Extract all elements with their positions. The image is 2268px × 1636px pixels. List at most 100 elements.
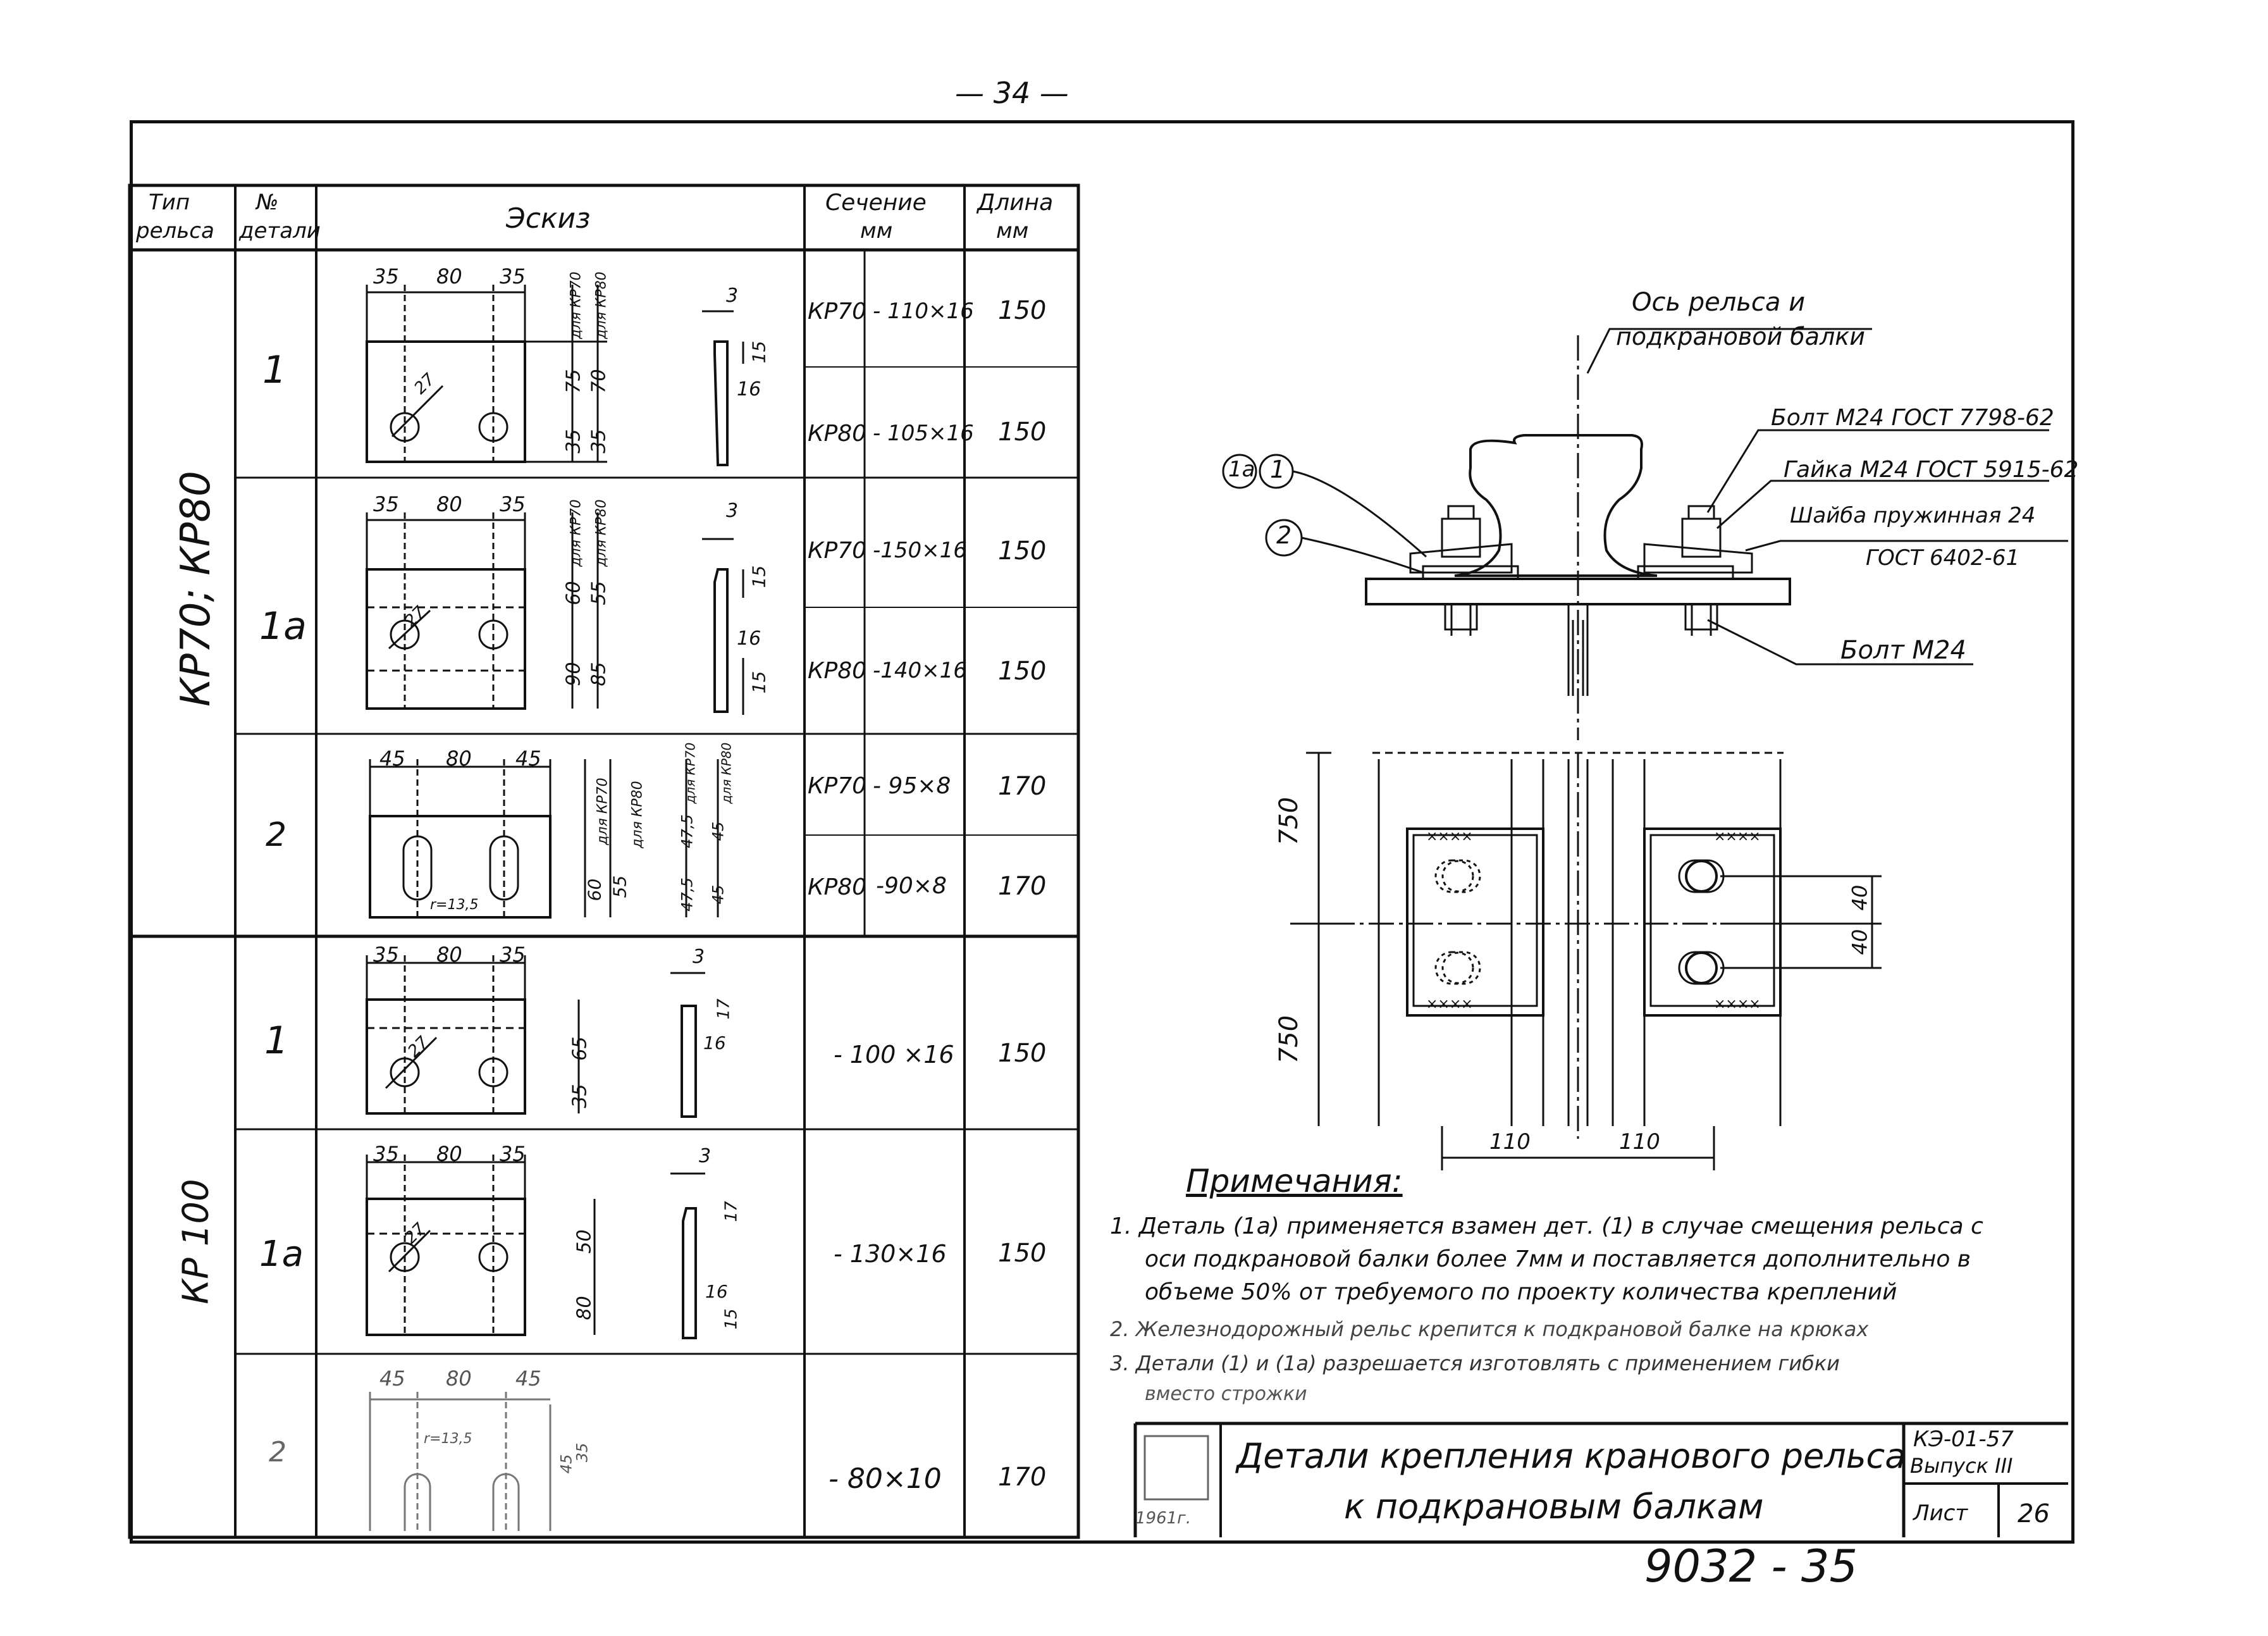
dim-r3-radius: r=13,5 bbox=[430, 897, 479, 913]
sec-r2-a-type: КР70 bbox=[808, 538, 867, 564]
plate-detail-2-kr70-kr80 bbox=[369, 759, 719, 919]
len-r4: 150 bbox=[998, 1039, 1047, 1068]
weld-marks-left-bottom: ×××× bbox=[1426, 996, 1473, 1012]
dim-r1-80: 80 bbox=[436, 264, 462, 288]
doc-issue: Выпуск III bbox=[1910, 1454, 2013, 1478]
callout-1: 1 bbox=[1270, 455, 1286, 483]
sec-r1-b-val: - 105×16 bbox=[873, 421, 974, 446]
sec-r1-a-type: КР70 bbox=[808, 299, 867, 325]
dim-r2-16: 16 bbox=[737, 628, 761, 650]
header-length-2: мм bbox=[996, 218, 1029, 244]
dim-r2-80: 80 bbox=[436, 492, 462, 516]
detail-no-row1: 1 bbox=[262, 348, 287, 392]
header-rail-type-2: рельса bbox=[136, 218, 214, 244]
len-r3-a: 170 bbox=[998, 772, 1047, 801]
label-bolt-gost: Болт М24 ГОСТ 7798-62 bbox=[1771, 405, 2054, 431]
dim-r4-80: 80 bbox=[436, 943, 462, 967]
note-line-1: 1. Деталь (1а) применяется взамен дет. (… bbox=[1110, 1213, 1983, 1239]
stamp-year: 1961г. bbox=[1135, 1509, 1192, 1528]
dim-r3-45a: 45 bbox=[379, 747, 405, 771]
detail-no-row5: 1а bbox=[259, 1234, 304, 1275]
dim-r4-35b: 35 bbox=[500, 943, 526, 967]
dim-r4-16: 16 bbox=[703, 1032, 726, 1053]
sec-r1-a-val: - 110×16 bbox=[873, 299, 974, 324]
axis-label-2: подкрановой балки bbox=[1616, 323, 1865, 350]
len-r2-a: 150 bbox=[998, 536, 1047, 566]
callout-2: 2 bbox=[1276, 521, 1292, 549]
dim-110-right: 110 bbox=[1619, 1129, 1660, 1155]
note-line-4: 2. Железнодорожный рельс крепится к подк… bbox=[1110, 1317, 1869, 1341]
dim-r1-3: 3 bbox=[726, 285, 739, 307]
dim-r6-45a: 45 bbox=[379, 1366, 405, 1391]
note-line-5: 3. Детали (1) и (1а) разрешается изготов… bbox=[1110, 1351, 1840, 1375]
dim-r6-radius: r=13,5 bbox=[424, 1431, 472, 1447]
sec-r3-a-val: - 95×8 bbox=[873, 773, 951, 799]
sheet-number: 26 bbox=[2018, 1499, 2050, 1528]
dim-r5-3: 3 bbox=[699, 1145, 712, 1167]
dim-r3-45b: 45 bbox=[515, 747, 541, 771]
axis-label-1: Ось рельса и bbox=[1632, 288, 1806, 317]
dim-r2-35a: 35 bbox=[373, 492, 399, 516]
len-r5: 150 bbox=[998, 1239, 1047, 1268]
dim-r5-35b: 35 bbox=[500, 1142, 526, 1166]
note-line-2: оси подкрановой балки более 7мм и постав… bbox=[1145, 1246, 1971, 1272]
dim-r4-3: 3 bbox=[693, 946, 705, 968]
label-bolt-m24: Болт М24 bbox=[1840, 636, 1966, 665]
title-line-2: к подкрановым балкам bbox=[1344, 1487, 1764, 1527]
dim-r2-35b: 35 bbox=[500, 492, 526, 516]
note-line-3: объеме 50% от требуемого по проекту коли… bbox=[1145, 1279, 1897, 1305]
dim-r4-35a: 35 bbox=[373, 943, 399, 967]
sec-r1-b-type: КР80 bbox=[808, 421, 867, 447]
archive-number: 9032 - 35 bbox=[1644, 1540, 1858, 1592]
header-detail-no-1: № bbox=[256, 190, 279, 215]
dim-r6-45b: 45 bbox=[515, 1366, 541, 1391]
header-section-1: Сечение bbox=[825, 190, 927, 216]
header-sketch: Эскиз bbox=[506, 202, 591, 235]
dim-r3-80: 80 bbox=[446, 747, 472, 771]
len-r2-b: 150 bbox=[998, 657, 1047, 686]
weld-marks-left-top: ×××× bbox=[1426, 829, 1473, 845]
header-rail-type-1: Тип bbox=[149, 190, 190, 215]
dim-r1-35a: 35 bbox=[373, 264, 399, 288]
sec-r6: - 80×10 bbox=[829, 1463, 942, 1495]
page-number: — 34 — bbox=[955, 76, 1069, 110]
label-washer-gost: ГОСТ 6402-61 bbox=[1866, 545, 2020, 571]
label-nut-gost: Гайка М24 ГОСТ 5915-62 bbox=[1784, 457, 2079, 483]
doc-code: КЭ-01-57 bbox=[1913, 1427, 2014, 1452]
sec-r3-a-type: КР70 bbox=[808, 773, 867, 799]
detail-no-row3: 2 bbox=[266, 816, 287, 854]
header-length-1: Длина bbox=[977, 190, 1054, 216]
sec-r5: - 130×16 bbox=[834, 1240, 947, 1268]
dim-r6-80: 80 bbox=[446, 1366, 472, 1391]
detail-no-row6: 2 bbox=[269, 1436, 287, 1468]
sec-r2-b-val: -140×16 bbox=[873, 658, 967, 683]
plate-detail-1a-kr70-kr80 bbox=[366, 512, 744, 715]
dim-r5-80: 80 bbox=[436, 1142, 462, 1166]
len-r3-b: 170 bbox=[998, 872, 1047, 901]
dim-r5-16: 16 bbox=[705, 1281, 728, 1302]
label-washer: Шайба пружинная 24 bbox=[1790, 503, 2036, 528]
sec-r3-b-type: КР80 bbox=[808, 874, 867, 900]
callout-1a: 1а bbox=[1228, 457, 1255, 482]
sec-r3-b-val: -90×8 bbox=[876, 873, 947, 899]
note-line-6: вместо строжки bbox=[1145, 1383, 1307, 1405]
plate-detail-1-kr100 bbox=[366, 955, 705, 1118]
sheet-label: Лист bbox=[1913, 1501, 1968, 1526]
dim-110-left: 110 bbox=[1489, 1129, 1531, 1155]
header-section-2: мм bbox=[860, 218, 893, 244]
plate-detail-2-kr100 bbox=[369, 1392, 552, 1531]
sec-r2-b-type: КР80 bbox=[808, 658, 867, 684]
detail-no-row2: 1а bbox=[259, 604, 307, 648]
plate-detail-1-kr70-kr80 bbox=[366, 285, 744, 466]
dim-r2-3: 3 bbox=[726, 500, 739, 522]
plate-detail-1a-kr100 bbox=[366, 1155, 705, 1339]
title-line-1: Детали крепления кранового рельса bbox=[1236, 1436, 1906, 1476]
detail-no-row4: 1 bbox=[264, 1019, 289, 1063]
sec-r4: - 100 ×16 bbox=[834, 1041, 954, 1069]
notes-title: Примечания: bbox=[1186, 1163, 1403, 1199]
dim-r1-35b: 35 bbox=[500, 264, 526, 288]
